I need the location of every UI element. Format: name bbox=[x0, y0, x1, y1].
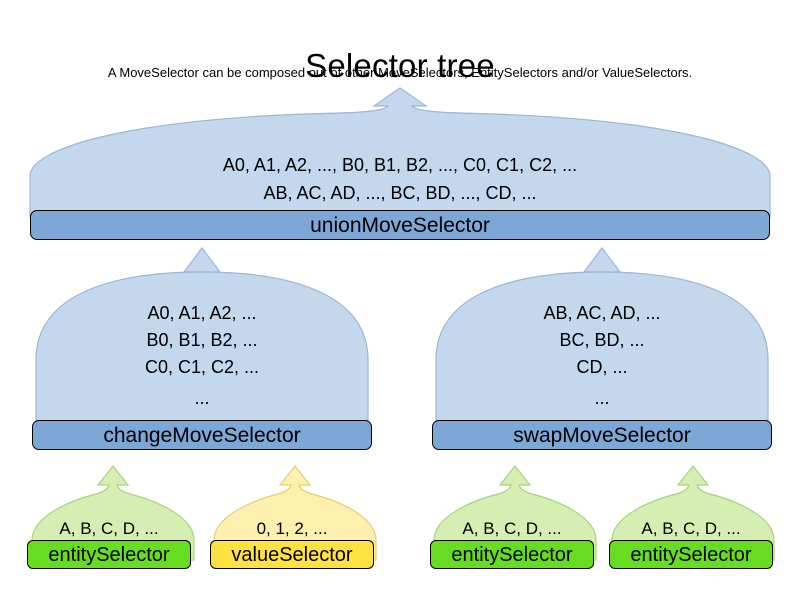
swap-contents-line-3: CD, ... bbox=[576, 357, 628, 377]
change-contents-line-4: ... bbox=[194, 388, 210, 408]
page-subtitle: A MoveSelector can be composed out of ot… bbox=[107, 65, 693, 80]
node-swap-move-selector[interactable]: swapMoveSelector bbox=[432, 420, 772, 450]
entity1-contents: A, B, C, D, ... bbox=[59, 519, 159, 538]
value1-balloon-shape bbox=[213, 465, 377, 561]
change-contents-line-1: A0, A1, A2, ... bbox=[147, 303, 257, 323]
value1-contents: 0, 1, 2, ... bbox=[256, 519, 328, 538]
node-entity-selector-1[interactable]: entitySelector bbox=[27, 540, 191, 569]
node-change-move-selector[interactable]: changeMoveSelector bbox=[32, 420, 372, 450]
entity2-contents: A, B, C, D, ... bbox=[462, 519, 562, 538]
node-entity-selector-3[interactable]: entitySelector bbox=[609, 540, 773, 569]
entity1-balloon-shape bbox=[31, 465, 195, 561]
entity3-balloon-shape bbox=[611, 465, 775, 561]
change-contents-line-2: B0, B1, B2, ... bbox=[146, 330, 258, 350]
change-contents-line-3: C0, C1, C2, ... bbox=[144, 357, 260, 377]
entity2-balloon-shape bbox=[433, 465, 597, 561]
change-balloon-shape bbox=[35, 271, 369, 429]
union-contents-line-1: A0, A1, A2, ..., B0, B1, B2, ..., C0, C1… bbox=[222, 155, 578, 175]
swap-contents-line-1: AB, AC, AD, ... bbox=[543, 303, 661, 323]
union-contents-line-2: AB, AC, AD, ..., BC, BD, ..., CD, ... bbox=[263, 183, 537, 203]
union-balloon-shape bbox=[29, 87, 771, 219]
swap-balloon-shape bbox=[435, 271, 769, 429]
page-title: Selector tree bbox=[305, 47, 495, 85]
node-value-selector-1[interactable]: valueSelector bbox=[210, 540, 374, 569]
node-entity-selector-2[interactable]: entitySelector bbox=[430, 540, 594, 569]
swap-contents-line-4: ... bbox=[594, 388, 610, 408]
swap-contents-line-2: BC, BD, ... bbox=[559, 330, 645, 350]
node-union-move-selector[interactable]: unionMoveSelector bbox=[30, 210, 770, 240]
entity3-contents: A, B, C, D, ... bbox=[641, 519, 741, 538]
